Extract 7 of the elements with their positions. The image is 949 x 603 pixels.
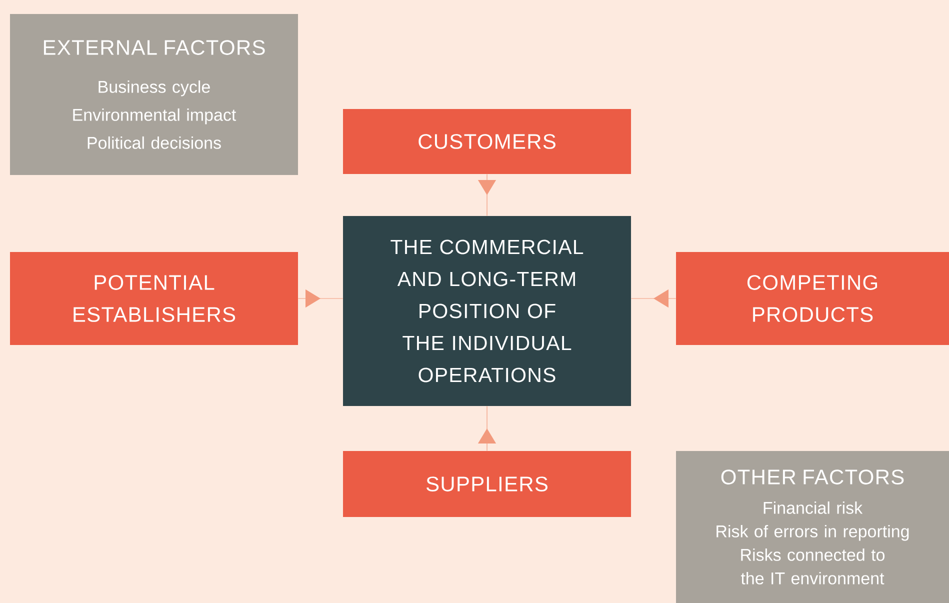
force-box: COMPETING PRODUCTS bbox=[676, 252, 949, 345]
force-box: POTENTIAL ESTABLISHERS bbox=[10, 252, 298, 345]
force-box: SUPPLIERS bbox=[343, 451, 631, 517]
factor-box: OTHER FACTORS Financial risk Risk of errors in reporting Risks connected to the IT environment bbox=[676, 451, 949, 603]
factor-box: EXTERNAL FACTORS Business cycle Environmental impact Political decisions bbox=[10, 14, 298, 175]
force-box: CUSTOMERS bbox=[343, 109, 631, 174]
center-box: THE COMMERCIAL AND LONG-TERM POSITION OF THE INDIVIDUAL OPERATIONS bbox=[343, 216, 631, 406]
